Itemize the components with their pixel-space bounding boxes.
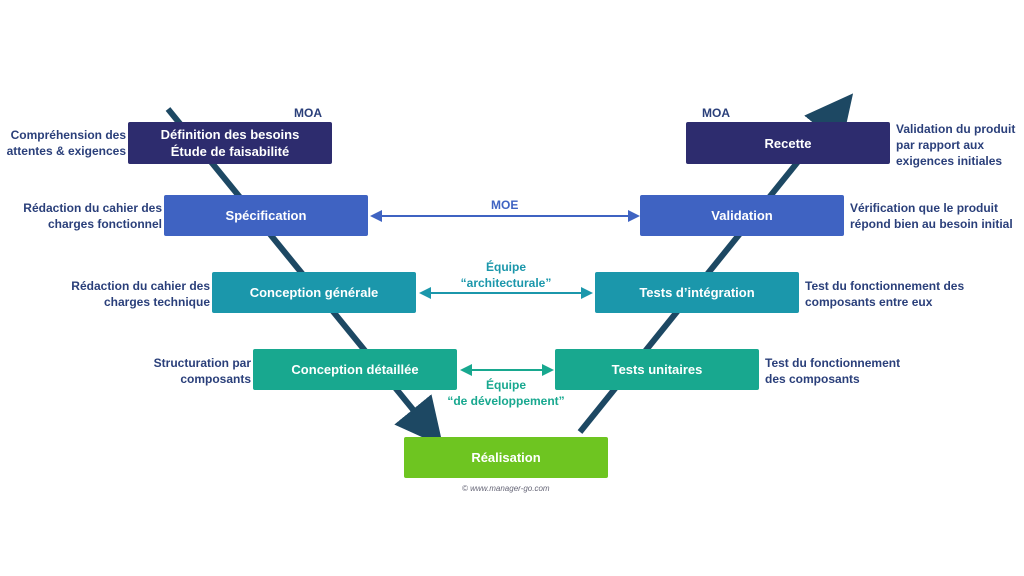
validation-box: Validation [640, 195, 844, 236]
recette-desc: Validation du produit par rapport aux ex… [896, 122, 1016, 168]
moe-label: MOE [491, 198, 519, 212]
definition-desc: Compréhension des attentes & exigences [6, 128, 126, 158]
realisation-box: Réalisation [404, 437, 608, 478]
conception-detaillee-desc: Structuration par composants [153, 356, 251, 386]
validation-desc: Vérification que le produit répond bien … [850, 201, 1013, 231]
archi-team-label: Équipe “architecturale” [460, 260, 552, 290]
definition-box: Définition des besoins Étude de faisabil… [128, 122, 332, 164]
conception-detaillee-box: Conception détaillée [253, 349, 457, 390]
recette-box: Recette [686, 122, 890, 164]
conception-generale-box: Conception générale [212, 272, 416, 313]
conception-generale-desc: Rédaction du cahier des charges techniqu… [71, 279, 210, 309]
dev-team-label: Équipe “de développement” [447, 378, 565, 408]
moa-label-left: MOA [294, 106, 322, 120]
tests-unitaires-desc: Test du fonctionnement des composants [765, 356, 901, 386]
specification-desc: Rédaction du cahier des charges fonction… [23, 201, 162, 231]
moa-label-right: MOA [702, 106, 730, 120]
tests-unitaires-box: Tests unitaires [555, 349, 759, 390]
tests-integration-box: Tests d’intégration [595, 272, 799, 313]
copyright-credit: © www.manager-go.com [462, 484, 550, 493]
tests-integration-desc: Test du fonctionnement des composants en… [805, 279, 965, 309]
specification-box: Spécification [164, 195, 368, 236]
